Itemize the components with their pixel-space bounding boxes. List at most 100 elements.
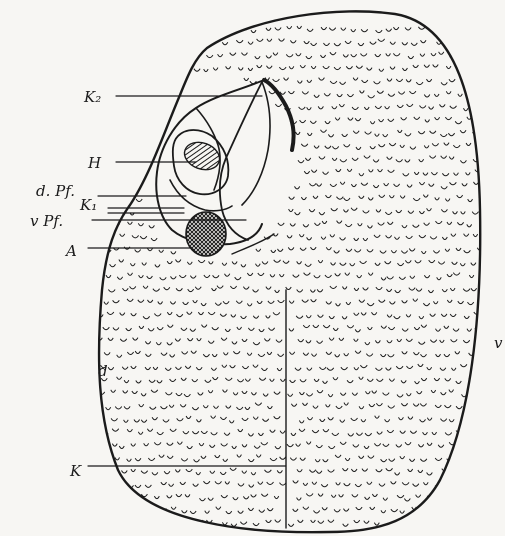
cilia-mark (119, 446, 124, 449)
cilia-mark (277, 368, 282, 371)
cilia-mark (396, 366, 403, 369)
cilia-mark (396, 210, 402, 213)
cilia-mark (267, 66, 273, 69)
cilia-mark (325, 146, 331, 149)
cilia-mark (131, 444, 136, 447)
cilia-mark (123, 133, 128, 136)
cilia-mark (265, 470, 272, 473)
cilia-mark (290, 458, 296, 461)
cilia-mark (310, 290, 315, 293)
cilia-mark (378, 223, 385, 226)
cilia-mark (365, 497, 370, 500)
cilia-mark (108, 338, 113, 341)
cilia-mark (181, 459, 187, 462)
cilia-mark (330, 184, 337, 187)
cilia-mark (181, 378, 186, 381)
cilia-mark (248, 508, 253, 511)
cilia-mark (438, 445, 444, 448)
cilia-mark (204, 39, 209, 42)
cilia-mark (131, 469, 135, 472)
cilia-mark (340, 182, 345, 185)
cilia-mark (187, 262, 192, 265)
cilia-mark (367, 68, 372, 71)
cilia-mark (274, 496, 278, 499)
cilia-mark (127, 147, 133, 150)
cilia-mark (348, 118, 353, 121)
cilia-mark (132, 391, 138, 394)
cilia-mark (366, 354, 372, 357)
cilia-mark (378, 169, 383, 172)
cilia-mark (167, 443, 173, 446)
cilia-mark (153, 29, 158, 32)
cilia-mark (408, 469, 413, 472)
cilia-mark (364, 446, 369, 449)
cilia-mark (278, 249, 284, 252)
cilia-mark (442, 173, 449, 176)
cilia-mark (97, 260, 102, 263)
cilia-mark (204, 275, 210, 278)
peristome-region (156, 80, 293, 256)
cilia-mark (395, 290, 401, 293)
cilia-mark (427, 367, 432, 370)
cilia-mark (383, 444, 389, 447)
cilia-mark (405, 260, 411, 263)
cilia-mark (319, 78, 325, 81)
cilia-mark (305, 158, 310, 161)
cilia-mark (109, 105, 114, 108)
cilia-mark (439, 52, 444, 55)
cilia-mark (177, 314, 183, 317)
cilia-mark (408, 56, 414, 59)
cilia-mark (147, 92, 152, 95)
cilia-mark (318, 494, 323, 497)
cilia-mark (184, 394, 190, 397)
cilia-mark (307, 368, 312, 371)
cilia-mark (468, 199, 473, 202)
cilia-mark (379, 195, 385, 198)
cilia-mark (416, 495, 421, 498)
cilia-mark (150, 508, 156, 510)
cilia-mark (376, 368, 383, 371)
cilia-mark (305, 264, 311, 267)
cilia-mark (148, 458, 154, 461)
cilia-mark (107, 312, 114, 315)
cilia-mark (473, 234, 477, 237)
cilia-mark (211, 416, 216, 419)
cilia-mark (340, 82, 346, 85)
cilia-mark (171, 251, 176, 254)
cilia-mark (307, 80, 312, 83)
cilia-mark (189, 52, 194, 55)
cilia-mark (281, 379, 286, 382)
label-a: A (64, 242, 77, 260)
cilia-mark (359, 173, 364, 176)
cilia-mark (405, 133, 411, 136)
cilia-mark (331, 208, 338, 211)
cilia-mark (170, 39, 175, 42)
cilia-mark (379, 300, 385, 303)
cilia-mark (347, 94, 353, 97)
cilia-mark (209, 261, 214, 264)
cilia-mark (137, 92, 142, 95)
cilia-mark (372, 391, 377, 394)
cilia-mark (261, 494, 268, 497)
cilia-mark (400, 431, 406, 434)
cilia-mark (123, 391, 128, 394)
cilia-mark (253, 342, 260, 345)
cilia-mark (321, 237, 326, 240)
cilia-mark (413, 65, 419, 68)
cilia-mark (456, 248, 461, 251)
cilia-mark (363, 238, 368, 241)
cilia-mark (331, 495, 336, 498)
cilia-mark (313, 196, 318, 199)
cilia-mark (164, 287, 170, 290)
cilia-mark (463, 442, 468, 445)
cilia-mark (278, 300, 285, 303)
cilia-mark (414, 172, 419, 175)
cilia-mark (438, 262, 444, 265)
cilia-mark (436, 329, 441, 332)
cilia-mark (224, 433, 230, 436)
cilia-mark (109, 468, 114, 471)
cilia-mark (110, 264, 116, 267)
cilia-mark (410, 459, 415, 462)
cilia-mark (427, 208, 432, 211)
